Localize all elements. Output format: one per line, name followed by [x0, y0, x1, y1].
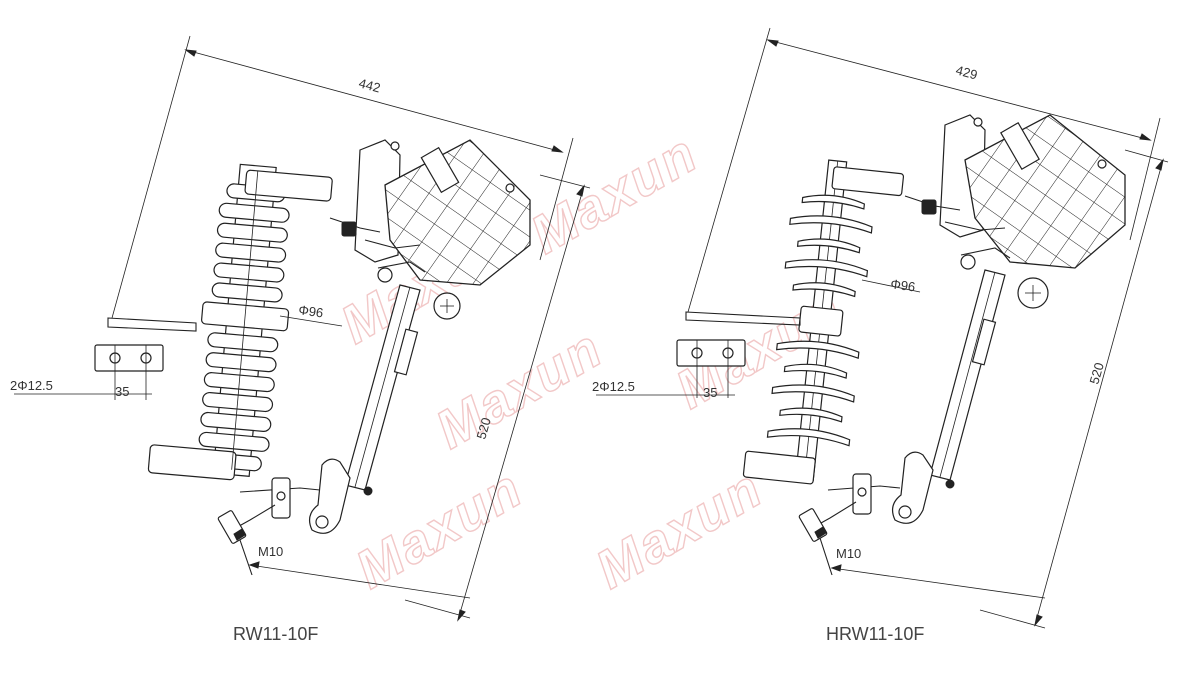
dimension-width: 442 [111, 35, 574, 319]
dimension-height: 520 [404, 174, 591, 622]
mounting-bracket: 2Φ12.5 35 [10, 317, 197, 400]
bottom-contact-assembly [217, 458, 351, 576]
dimension-width-label: 442 [357, 75, 382, 95]
hole-spacing-label: 35 [703, 385, 717, 400]
dimension-height-label: 520 [473, 416, 493, 441]
dimension-width-label: 429 [954, 62, 979, 82]
watermark-text: Maxun [586, 458, 773, 600]
insulator-diameter-label: Φ96 [298, 302, 325, 320]
dimension-height-label: 520 [1086, 361, 1106, 386]
bolt-label: M10 [836, 546, 861, 561]
fuse-tube [344, 284, 461, 496]
top-contact-assembly [329, 139, 531, 286]
drawing-caption: RW11-10F [233, 624, 318, 644]
insulator [742, 159, 905, 485]
hole-dimension-label: 2Φ12.5 [592, 379, 635, 394]
insulator-diameter-label: Φ96 [890, 276, 917, 294]
drawing-hrw11: 429 520 [592, 27, 1169, 644]
drawing-caption: HRW11-10F [826, 624, 924, 644]
hole-dimension-label: 2Φ12.5 [10, 378, 53, 393]
watermark-text: Maxun [521, 123, 708, 265]
fuse-tube [929, 269, 1049, 489]
drawing-rw11: 442 520 [10, 35, 591, 644]
top-contact-assembly [904, 114, 1126, 270]
hole-spacing-label: 35 [115, 384, 129, 399]
bolt-label: M10 [258, 544, 283, 559]
insulator [147, 163, 333, 481]
mounting-bracket: 2Φ12.5 35 [592, 311, 801, 400]
watermark-text: Maxun [346, 458, 533, 600]
watermark-text: Maxun [426, 318, 613, 460]
dimension-height: 520 [979, 149, 1169, 629]
dimension-width: 429 [687, 27, 1161, 313]
bottom-contact-assembly [798, 451, 934, 576]
